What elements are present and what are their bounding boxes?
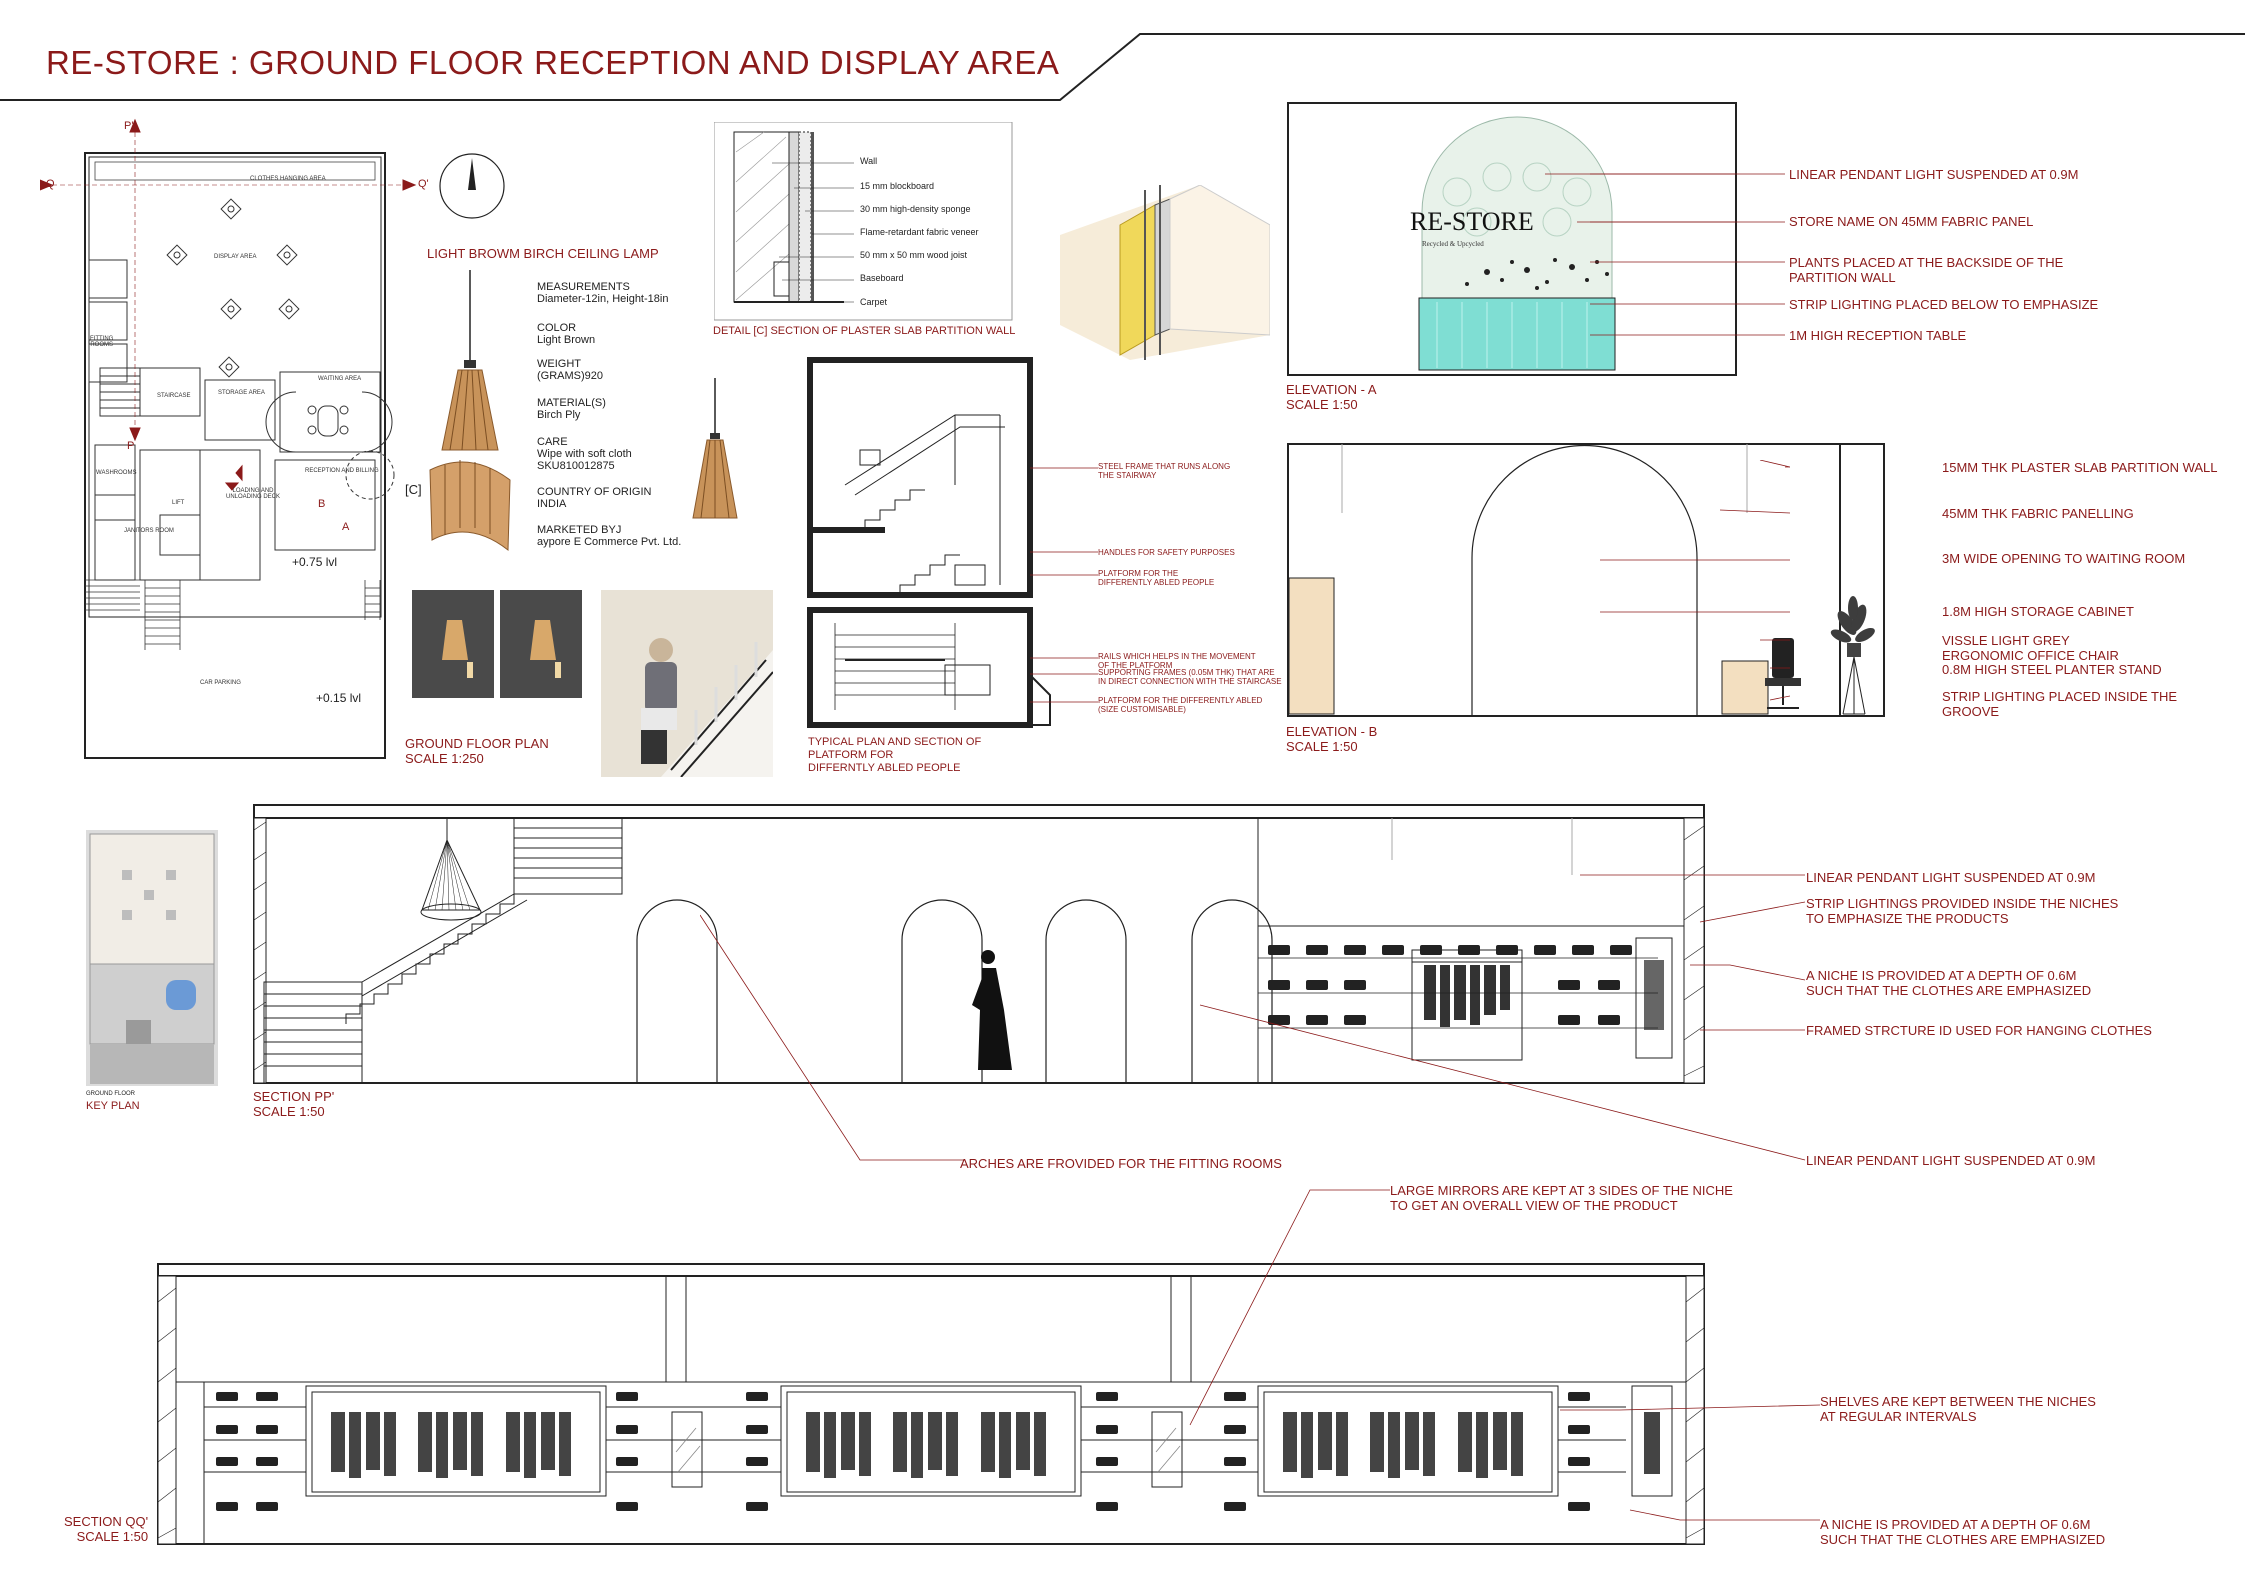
section-qq-leaders bbox=[1189, 1189, 1820, 1521]
room-loading: LOADING AND UNLOADING DECK bbox=[226, 488, 281, 500]
room-fitting: FITTING ROOMS bbox=[90, 336, 114, 348]
elev-a-note-store-name: STORE NAME ON 45MM FABRIC PANEL bbox=[1789, 214, 2034, 229]
pp-note-pendant: LINEAR PENDANT LIGHT SUSPENDED AT 0.9M bbox=[1806, 870, 2096, 885]
elev-b-note-fabric: 45MM THK FABRIC PANELLING bbox=[1942, 506, 2134, 521]
platform-note-size: PLATFORM FOR THE DIFFERENTLY ABLED (SIZE… bbox=[1098, 696, 1263, 714]
section-qq-caption: SECTION QQ' SCALE 1:50 bbox=[64, 1514, 149, 1544]
lamp-spec-care: CARE Wipe with soft cloth SKU810012875 bbox=[537, 436, 632, 472]
marker-p: P bbox=[127, 440, 135, 452]
elevation-b-caption: ELEVATION - B SCALE 1:50 bbox=[1286, 724, 1378, 754]
lamp-spec-color: COLOR Light Brown bbox=[537, 322, 596, 346]
marker-q-prime: Q' bbox=[418, 178, 429, 190]
qq-note-niche: A NICHE IS PROVIDED AT A DEPTH OF 0.6M S… bbox=[1820, 1517, 2106, 1547]
partition-layer-joist: 50 mm x 50 mm wood joist bbox=[860, 250, 968, 260]
room-reception: RECEPTION AND BILLING bbox=[305, 468, 379, 474]
partition-wall-detail bbox=[714, 122, 1013, 321]
lamp-image bbox=[429, 270, 511, 552]
ground-floor-plan bbox=[40, 118, 417, 759]
key-plan-image bbox=[86, 830, 218, 1086]
elevation-a-caption: ELEVATION - A SCALE 1:50 bbox=[1286, 382, 1377, 412]
stair-lift-photo bbox=[601, 590, 773, 777]
lamp-image-small bbox=[692, 378, 738, 519]
lamp-spec-measurements: MEASUREMENTS Diameter-12in, Height-18in bbox=[537, 281, 669, 305]
partition-3d-sketch bbox=[1060, 185, 1270, 360]
level-label-2: +0.15 lvl bbox=[316, 691, 362, 705]
elev-a-note-plants: PLANTS PLACED AT THE BACKSIDE OF THE PAR… bbox=[1789, 255, 2064, 285]
store-sign-tagline: Recycled & Upcycled bbox=[1422, 240, 1484, 248]
elev-b-note-planter: 0.8M HIGH STEEL PLANTER STAND bbox=[1942, 662, 2162, 677]
level-label-1: +0.75 lvl bbox=[292, 555, 338, 569]
elev-a-note-pendant: LINEAR PENDANT LIGHT SUSPENDED AT 0.9M bbox=[1789, 167, 2079, 182]
elevation-a-leaders bbox=[1590, 173, 1785, 336]
room-waiting: WAITING AREA bbox=[318, 376, 362, 382]
elevation-a bbox=[1287, 102, 1737, 376]
lamp-spec-marketed: MARKETED BYJ aypore E Commerce Pvt. Ltd. bbox=[537, 524, 682, 548]
room-parking: CAR PARKING bbox=[200, 680, 241, 686]
room-clothes-hanging: CLOTHES HANGING AREA bbox=[250, 176, 326, 182]
pp-note-arches: ARCHES ARE FROVIDED FOR THE FITTING ROOM… bbox=[960, 1156, 1282, 1171]
elev-b-note-strip: STRIP LIGHTING PLACED INSIDE THE GROOVE bbox=[1942, 689, 2178, 719]
pp-note-niche: A NICHE IS PROVIDED AT A DEPTH OF 0.6M S… bbox=[1806, 968, 2092, 998]
section-pp-caption: SECTION PP' SCALE 1:50 bbox=[253, 1089, 335, 1119]
partition-layer-carpet: Carpet bbox=[860, 297, 888, 307]
elev-b-note-opening: 3M WIDE OPENING TO WAITING ROOM bbox=[1942, 551, 2186, 566]
lamp-spec-weight: WEIGHT (GRAMS)920 bbox=[537, 358, 604, 382]
platform-note-steel-frame: STEEL FRAME THAT RUNS ALONG THE STAIRWAY bbox=[1098, 462, 1231, 480]
lamp-spec-origin: COUNTRY OF ORIGIN INDIA bbox=[537, 486, 652, 510]
partition-layer-wall: Wall bbox=[860, 156, 878, 166]
section-pp-leaders bbox=[700, 874, 1806, 1161]
elev-a-note-strip: STRIP LIGHTING PLACED BELOW TO EMPHASIZE bbox=[1789, 297, 2099, 312]
partition-layer-veneer: Flame-retardant fabric veneer bbox=[860, 227, 979, 237]
marker-a: A bbox=[342, 521, 350, 533]
marker-c: [C] bbox=[405, 482, 422, 497]
elev-b-note-chair: VISSLE LIGHT GREY ERGONOMIC OFFICE CHAIR bbox=[1942, 633, 2119, 663]
platform-section-and-plan bbox=[807, 357, 1051, 728]
partition-layer-baseboard: Baseboard bbox=[860, 273, 904, 283]
qq-note-shelves: SHELVES ARE KEPT BETWEEN THE NICHES AT R… bbox=[1820, 1394, 2096, 1424]
north-compass-icon bbox=[439, 153, 505, 219]
lamp-spec-material: MATERIAL(S) Birch Ply bbox=[537, 397, 606, 421]
pp-note-strip: STRIP LIGHTINGS PROVIDED INSIDE THE NICH… bbox=[1806, 896, 2119, 926]
pp-note-pendant-2: LINEAR PENDANT LIGHT SUSPENDED AT 0.9M bbox=[1806, 1153, 2096, 1168]
store-sign-name: RE-STORE bbox=[1410, 207, 1534, 236]
elev-a-note-table: 1M HIGH RECEPTION TABLE bbox=[1789, 328, 1967, 343]
platform-note-rails: RAILS WHICH HELPS IN THE MOVEMENT OF THE… bbox=[1098, 652, 1256, 670]
partition-layer-sponge: 30 mm high-density sponge bbox=[860, 204, 971, 214]
platform-caption: TYPICAL PLAN AND SECTION OF PLATFORM FOR… bbox=[808, 736, 982, 774]
elev-b-note-cabinet: 1.8M HIGH STORAGE CABINET bbox=[1942, 604, 2134, 619]
elevation-b bbox=[1287, 443, 1885, 717]
platform-leader-lines bbox=[1030, 467, 1098, 703]
title-band bbox=[0, 33, 2245, 101]
floor-plan-caption: GROUND FLOOR PLAN SCALE 1:250 bbox=[405, 736, 549, 766]
room-staircase: STAIRCASE bbox=[157, 393, 191, 399]
platform-note-handles: HANDLES FOR SAFETY PURPOSES bbox=[1098, 548, 1235, 557]
room-storage: STORAGE AREA bbox=[218, 390, 265, 396]
marker-q: Q bbox=[46, 178, 55, 190]
folded-clothes-rows bbox=[1258, 945, 1658, 1029]
wall-lamp-photos bbox=[412, 590, 582, 698]
room-washroom: WASHROOMS bbox=[96, 470, 137, 476]
section-pp bbox=[253, 804, 1705, 1084]
section-qq bbox=[157, 1263, 1705, 1545]
room-lift: LIFT bbox=[172, 500, 185, 506]
room-display: DISPLAY AREA bbox=[214, 254, 257, 260]
marker-p-prime: P' bbox=[124, 120, 134, 132]
elev-b-note-plaster: 15MM THK PLASTER SLAB PARTITION WALL bbox=[1942, 460, 2218, 475]
platform-note-frames: SUPPORTING FRAMES (0.05M THK) THAT ARE I… bbox=[1098, 668, 1282, 686]
key-plan-caption: KEY PLAN bbox=[86, 1100, 140, 1112]
partition-layer-blockboard: 15 mm blockboard bbox=[860, 181, 935, 191]
lamp-heading: LIGHT BROWM BIRCH CEILING LAMP bbox=[427, 246, 659, 261]
qq-note-mirrors: LARGE MIRRORS ARE KEPT AT 3 SIDES OF THE… bbox=[1390, 1183, 1733, 1213]
pp-note-frame: FRAMED STRCTURE ID USED FOR HANGING CLOT… bbox=[1806, 1023, 2152, 1038]
key-plan-label: GROUND FLOOR bbox=[86, 1091, 136, 1097]
platform-note-platform: PLATFORM FOR THE DIFFERENTLY ABLED PEOPL… bbox=[1098, 569, 1215, 587]
partition-detail-caption: DETAIL [C] SECTION OF PLASTER SLAB PARTI… bbox=[713, 325, 1016, 337]
room-janitors: JANITORS ROOM bbox=[124, 528, 174, 534]
elevation-b-leaders bbox=[1600, 460, 1790, 701]
marker-b: B bbox=[318, 498, 326, 510]
sheet-title: RE-STORE : GROUND FLOOR RECEPTION AND DI… bbox=[46, 44, 1060, 81]
